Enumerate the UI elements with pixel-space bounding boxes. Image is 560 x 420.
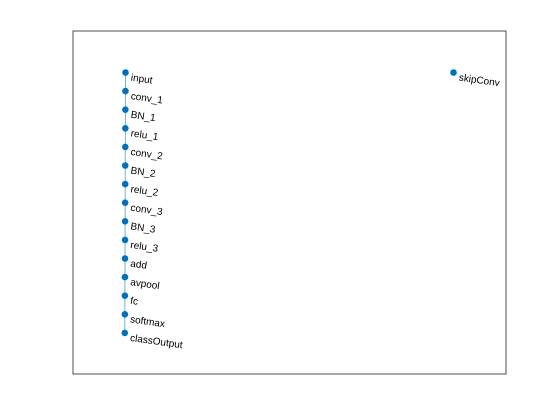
node-conv_2 (122, 143, 129, 151)
node-conv_3 (121, 199, 129, 206)
plot-axes-frame (72, 30, 507, 375)
node-label-conv_3: conv_3 (130, 203, 164, 218)
node-label-avpool: avpool (130, 277, 161, 292)
node-label-BN_1: BN_1 (130, 110, 157, 124)
node-label-input: input (130, 73, 153, 87)
nodes-layer (121, 69, 457, 337)
node-label-relu_1: relu_1 (130, 128, 159, 143)
node-label-conv_2: conv_2 (130, 147, 164, 162)
node-fc (121, 292, 129, 300)
node-conv_1 (122, 87, 129, 95)
node-softmax (121, 311, 129, 318)
node-BN_3 (121, 218, 129, 225)
node-BN_1 (122, 106, 129, 113)
node-input (122, 69, 129, 76)
node-label-BN_2: BN_2 (130, 166, 157, 180)
node-label-softmax: softmax (129, 314, 165, 330)
node-skipConv (450, 69, 457, 76)
node-label-add: add (130, 259, 148, 272)
node-label-relu_2: relu_2 (130, 184, 159, 199)
node-label-BN_3: BN_3 (130, 221, 157, 235)
node-classOutput (121, 329, 129, 337)
node-label-conv_1: conv_1 (130, 91, 164, 106)
node-relu_2 (121, 180, 129, 188)
node-relu_3 (121, 236, 129, 244)
node-BN_2 (121, 162, 129, 169)
node-label-relu_3: relu_3 (130, 240, 159, 255)
node-add (121, 255, 129, 262)
node-avpool (121, 273, 129, 281)
node-label-fc: fc (129, 296, 138, 308)
node-relu_1 (122, 125, 129, 132)
